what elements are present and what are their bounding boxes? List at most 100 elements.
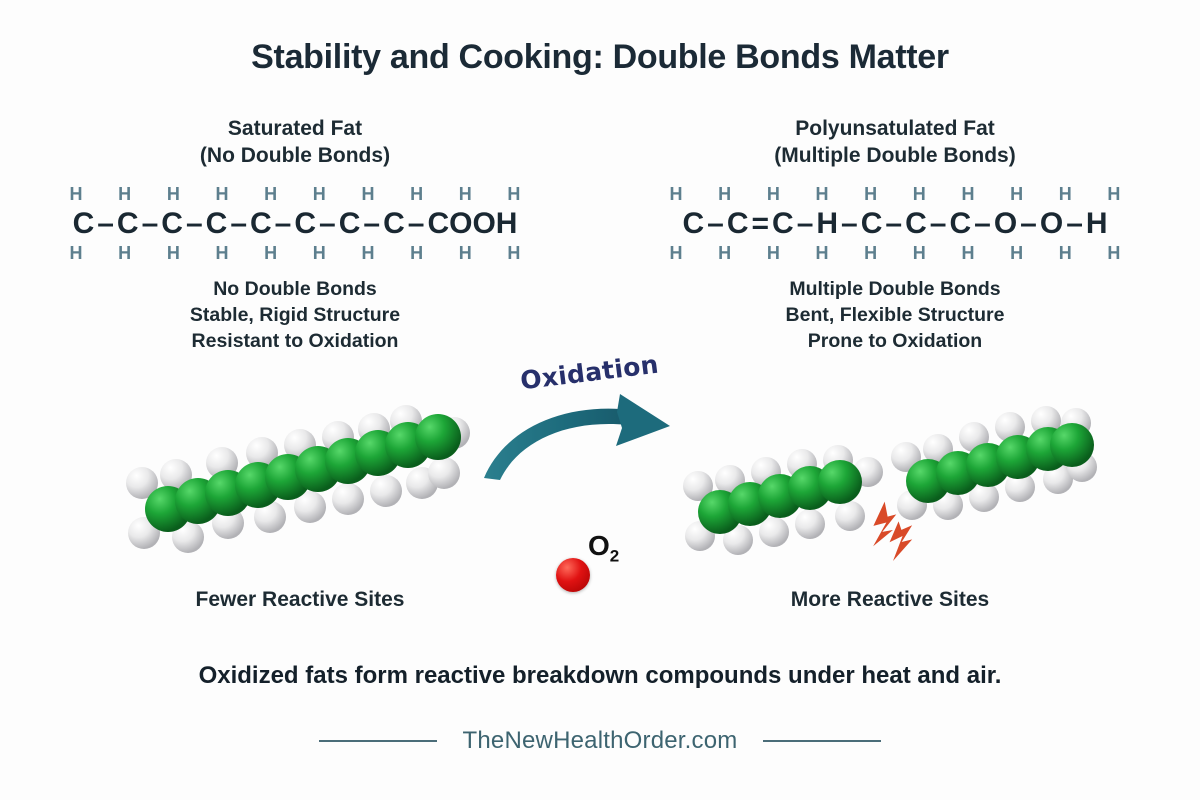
atom-symbol: COOH [427,206,518,240]
hydrogen-atom: H [166,242,180,263]
atom-symbol: C [294,206,317,240]
polyunsaturated-heading-line2: (Multiple Double Bonds) [774,144,1016,168]
oxygen-symbol: O [588,530,610,561]
hydrogen-atom: H [166,183,180,204]
hydrogen-atom: H [1107,242,1121,263]
atom-symbol: C [72,206,95,240]
hydrogen-atom: H [215,183,229,204]
hydrogen-atom: H [912,242,926,263]
hydrogen-atom: H [264,183,278,204]
bond-symbol: – [1066,206,1083,240]
atom-symbol: H [1085,206,1108,240]
polyunsaturated-fat-panel: Polyunsatulated Fat (Multiple Double Bon… [660,115,1130,355]
atom-symbol: C [161,206,183,240]
hydrogen-atom: H [458,242,472,263]
saturated-backbone-row: C – C – C – C – C – C – C – C – COOH [60,207,530,241]
hydrogen-atom: H [718,183,732,204]
bond-symbol: – [974,206,991,240]
atom-symbol: C [383,206,405,240]
atom-symbol: O [1039,206,1064,240]
saturated-fat-heading-line1: Saturated Fat [227,117,363,140]
bond-symbol: – [97,206,114,240]
hydrogen-atom: H [1107,183,1121,204]
hydrogen-atom: H [410,242,424,263]
oxidized-fragment-right-model [891,406,1097,520]
polyunsaturated-backbone-row: C – C = C – H – C – C – C – O – O – H [660,207,1130,241]
oxygen-molecule-group: O2 [556,530,666,600]
hydrogen-atom: H [118,242,132,263]
bond-symbol: – [274,206,292,240]
polyunsaturated-heading-line1: Polyunsatulated Fat [795,117,995,140]
saturated-fat-heading: Saturated Fat (No Double Bonds) [60,115,530,170]
double-bond-symbol: = [751,206,770,240]
oxygen-label: O2 [588,530,619,567]
bond-symbol: – [841,206,858,240]
saturated-fat-heading-line2: (No Double Bonds) [199,144,391,168]
bond-symbol: – [1020,206,1037,240]
saturated-fat-panel: Saturated Fat (No Double Bonds) H H H H … [60,115,530,355]
hydrogen-atom: H [718,242,732,263]
hydrogen-atom: H [361,183,375,204]
hydrogen-atom: H [410,183,424,204]
bond-symbol: – [407,206,425,240]
atom-symbol: C [205,206,228,240]
footer-brand: TheNewHealthOrder.com [462,727,738,754]
oxidized-fragment-left-model [683,445,883,555]
hydrogen-atom: H [312,242,326,263]
atom-symbol: C [905,206,927,240]
saturated-desc-line3: Resistant to Oxidation [191,330,399,353]
hydrogen-atom: H [69,242,83,263]
atom-symbol: C [338,206,361,240]
oxidation-curved-arrow [484,394,670,480]
hydrogen-atom: H [864,183,878,204]
polyunsaturated-fat-heading: Polyunsatulated Fat (Multiple Double Bon… [660,115,1130,170]
hydrogen-atom: H [815,183,829,204]
hydrogen-atom: H [507,242,521,263]
hydrogen-atom: H [215,242,229,263]
polyunsaturated-hydrogen-row-top: H H H H H H H H H H [660,184,1130,205]
bond-symbol: – [319,206,336,240]
polyunsaturated-desc-line2: Bent, Flexible Structure [785,303,1005,326]
footer-rule-left [318,740,437,742]
atom-symbol: C [250,206,272,240]
polyunsaturated-desc-line1: Multiple Double Bonds [789,277,1001,300]
polyunsaturated-fat-formula: H H H H H H H H H H C – C = C – H – C [660,184,1130,264]
hydrogen-atom: H [69,183,83,204]
atom-symbol: C [682,206,705,240]
page-title: Stability and Cooking: Double Bonds Matt… [251,38,949,76]
more-reactive-sites-caption: More Reactive Sites [790,588,990,611]
footer-rule-right [763,740,882,742]
bond-symbol: – [363,206,381,240]
oxygen-subscript: 2 [609,546,620,566]
bond-symbol: – [141,206,159,240]
atom-symbol: H [816,206,839,240]
saturated-hydrogen-row-top: H H H H H H H H H H [60,184,530,205]
hydrogen-atom: H [361,242,375,263]
hydrogen-atom: H [312,183,326,204]
bond-symbol: – [796,206,814,240]
hydrogen-atom: H [1058,242,1072,263]
polyunsaturated-fat-description: Multiple Double Bonds Bent, Flexible Str… [660,276,1130,355]
hydrogen-atom: H [766,242,780,263]
atom-symbol: C [860,206,883,240]
bond-symbol: – [885,206,903,240]
saturated-fat-description: No Double Bonds Stable, Rigid Structure … [60,276,530,355]
bond-symbol: – [230,206,247,240]
bond-symbol: – [707,206,724,240]
hydrogen-atom: H [264,242,278,263]
hydrogen-atom: H [766,183,780,204]
hydrogen-atom: H [669,242,683,263]
hydrogen-atom: H [864,242,878,263]
saturated-hydrogen-row-bottom: H H H H H H H H H H [60,243,530,264]
bond-symbol: – [929,206,947,240]
hydrogen-atom: H [118,183,132,204]
hydrogen-atom: H [1010,183,1024,204]
footer: TheNewHealthOrder.com [0,727,1200,755]
saturated-fat-formula: H H H H H H H H H H C – C – C – C – C [60,184,530,264]
hydrogen-atom: H [1058,183,1072,204]
polyunsaturated-hydrogen-row-bottom: H H H H H H H H H H [660,243,1130,264]
hydrogen-atom: H [507,183,521,204]
atom-symbol: C [726,206,749,240]
hydrogen-atom: H [458,183,472,204]
